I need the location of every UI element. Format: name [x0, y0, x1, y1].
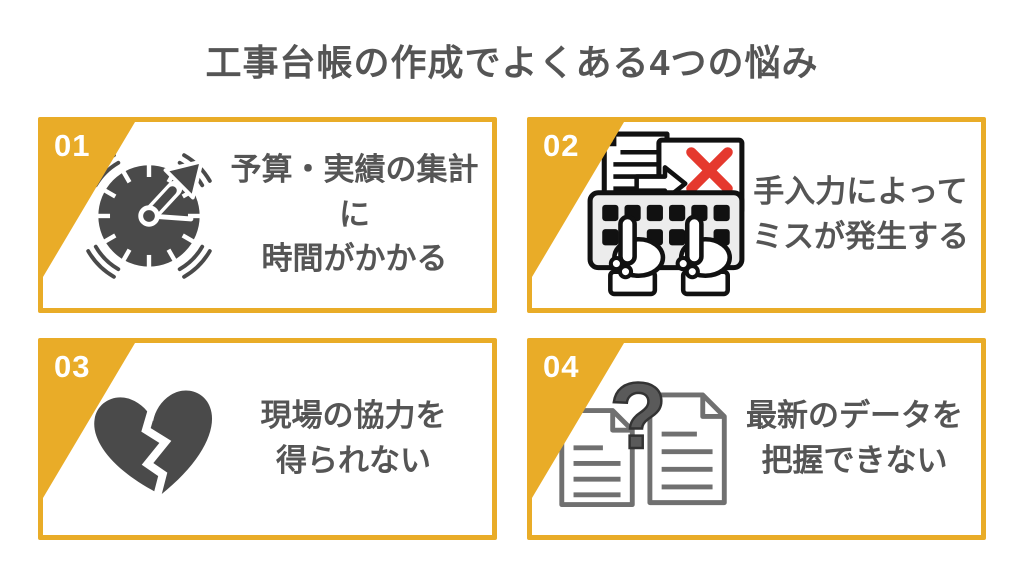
page-title: 工事台帳の作成でよくある4つの悩み — [205, 42, 819, 83]
card-text-line1: 現場の協力を — [260, 398, 447, 434]
problem-card-03: 03 現場の協力を 得られない — [38, 338, 497, 540]
card-text: 手入力によって ミスが発生する — [750, 170, 981, 260]
card-text-line2: 得られない — [276, 443, 431, 478]
problem-cards-grid: 01 — [38, 117, 986, 540]
problem-card-01: 01 — [38, 117, 497, 313]
card-text-line1: 予算・実績の集計に — [230, 151, 479, 232]
badge-number: 01 — [54, 128, 91, 163]
typing-error-icon — [584, 130, 750, 300]
broken-heart-icon — [85, 372, 225, 506]
card-text-line2: ミスが発生する — [752, 219, 969, 254]
card-text: 予算・実績の集計に 時間がかかる — [227, 148, 492, 283]
unknown-documents-icon: ? — [552, 365, 738, 513]
card-text: 最新のデータを 把握できない — [738, 394, 981, 484]
badge-number: 02 — [543, 128, 580, 163]
badge-number: 04 — [543, 349, 580, 384]
card-text-line1: 最新のデータを — [746, 398, 963, 434]
problem-card-04: 04 — [527, 338, 986, 540]
card-text-line2: 時間がかかる — [261, 241, 448, 277]
card-text: 現場の協力を 得られない — [225, 394, 492, 484]
card-text-line2: 把握できない — [761, 443, 948, 478]
problem-card-02: 02 — [527, 117, 986, 313]
badge-number: 03 — [54, 349, 91, 384]
card-text-line1: 手入力によって — [753, 174, 968, 210]
svg-text:?: ? — [609, 365, 666, 468]
